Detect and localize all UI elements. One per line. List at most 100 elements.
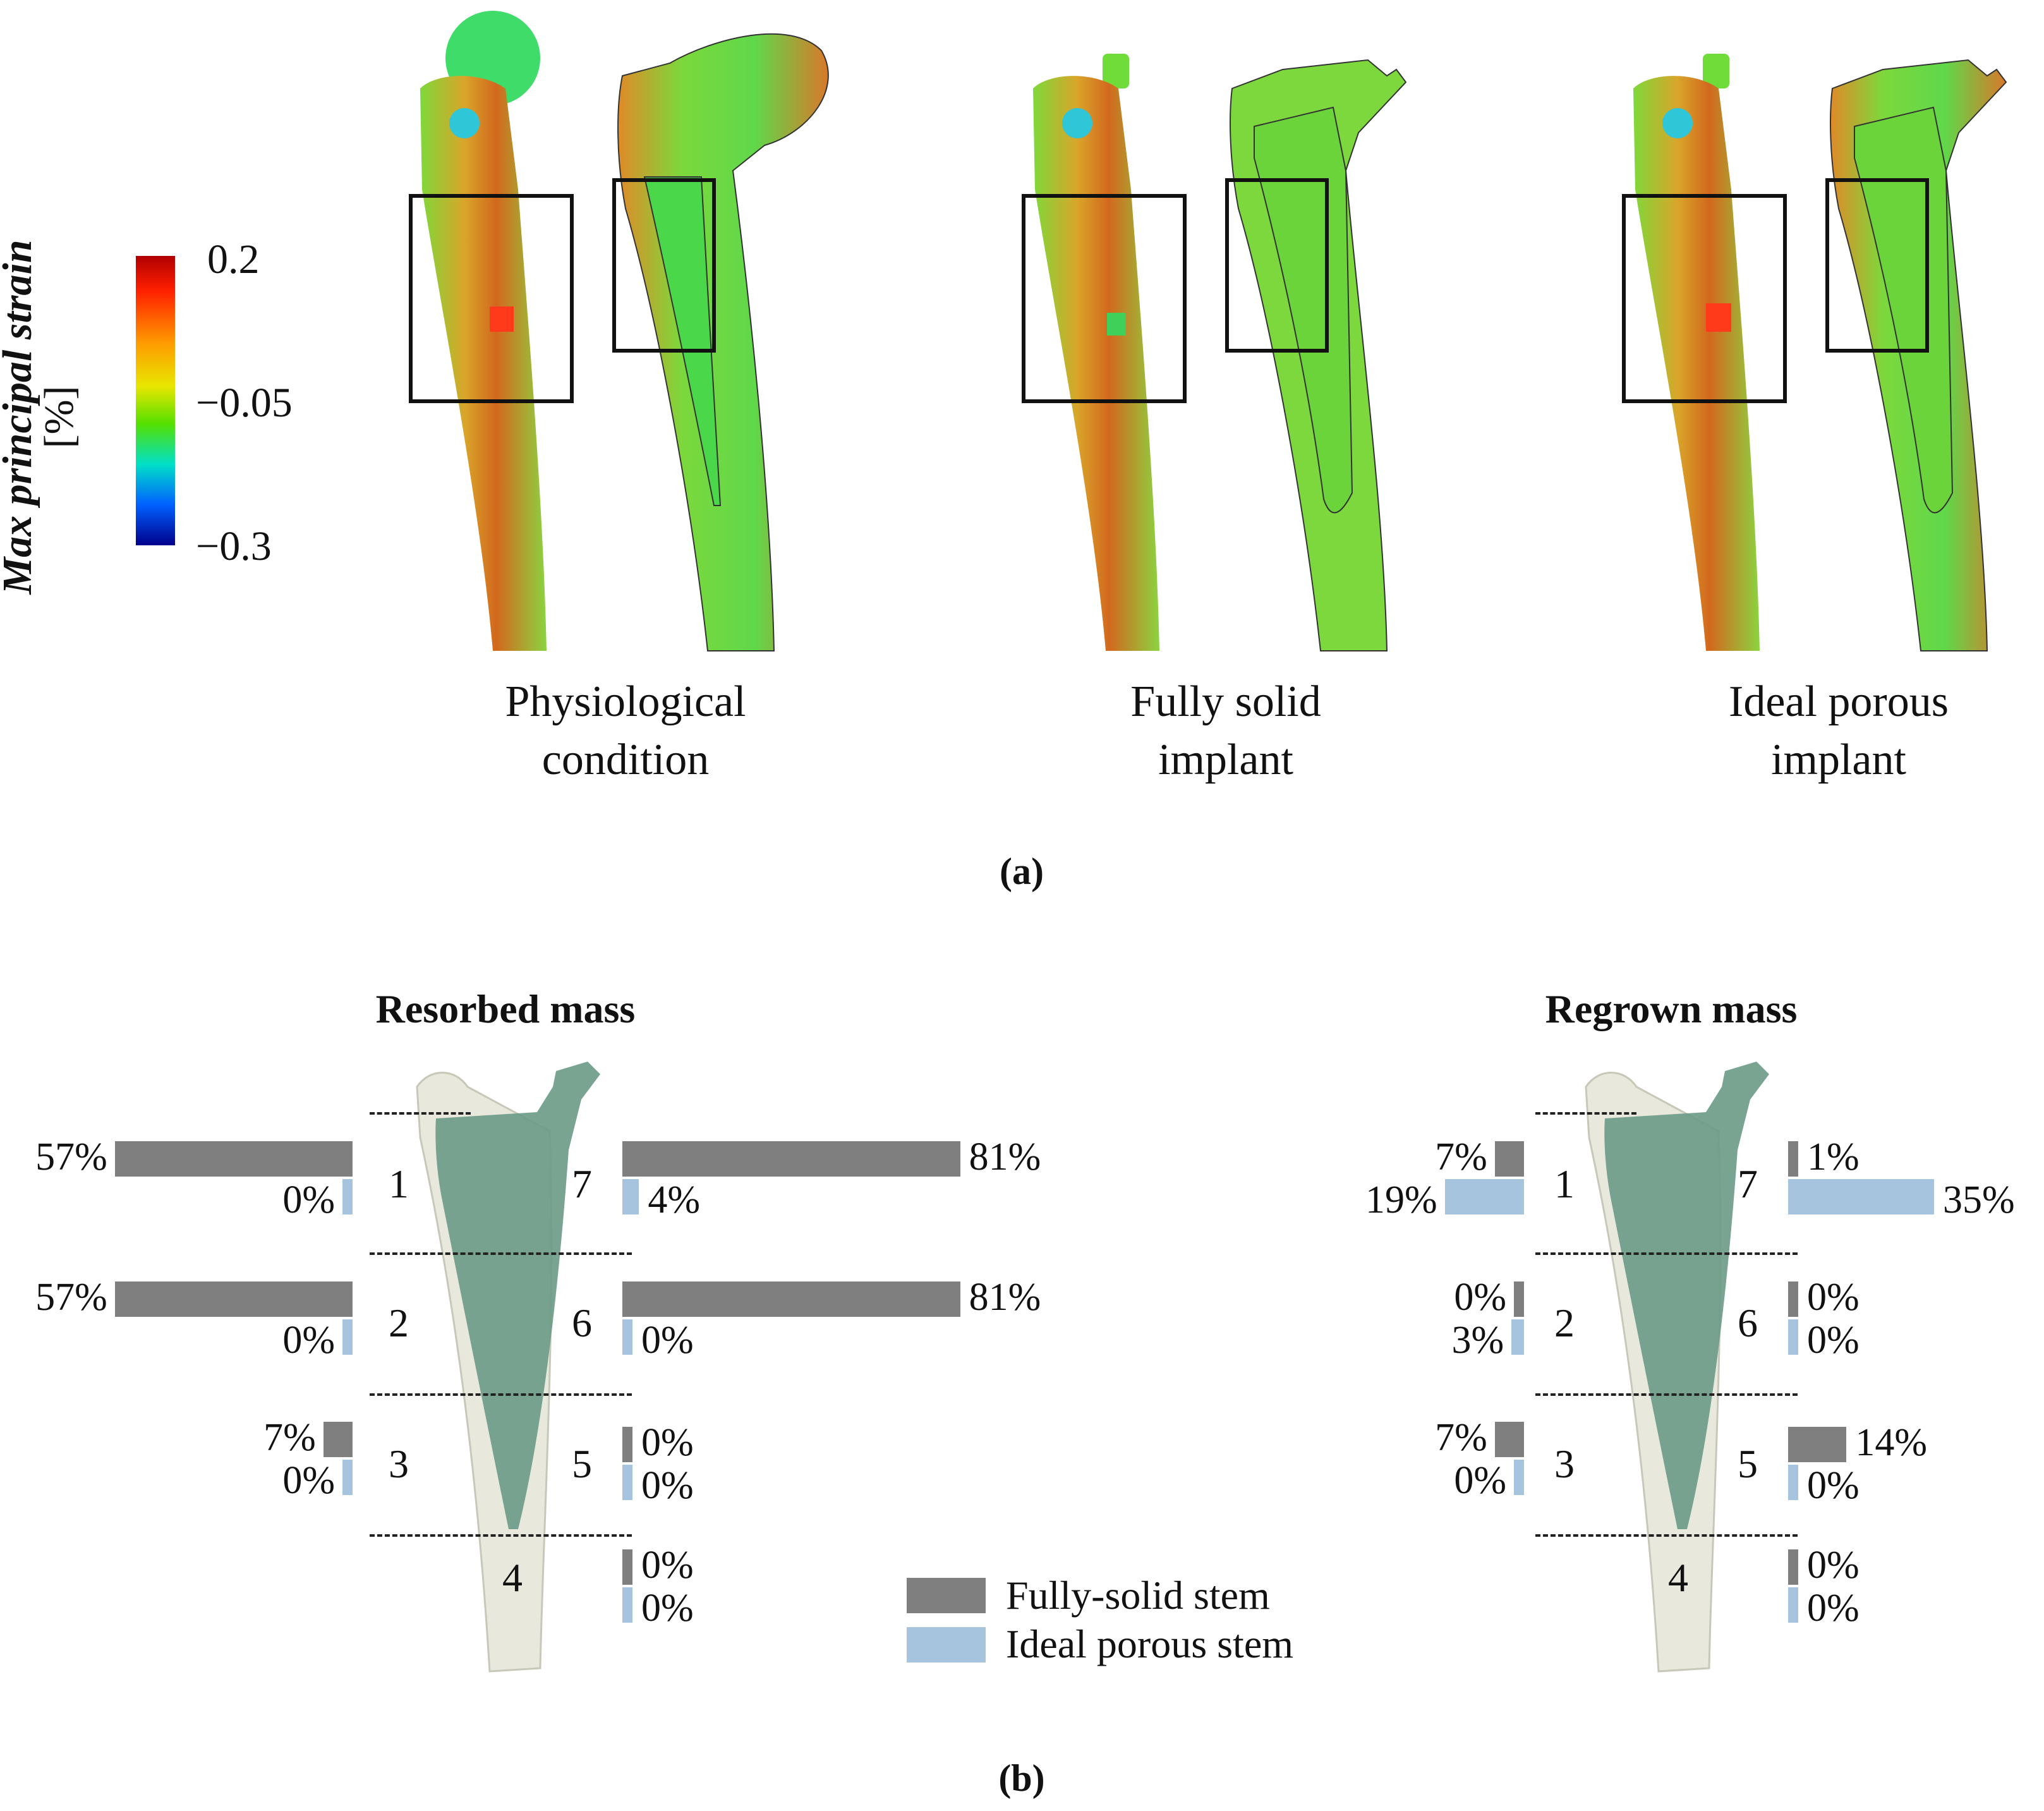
zone-number: 1: [389, 1161, 409, 1206]
colorbar-title: Max principal strain [%]: [0, 234, 82, 600]
label-solid-zone-6: 0%: [1807, 1276, 1860, 1319]
label-porous-zone-4: 0%: [641, 1587, 694, 1630]
bar-porous-zone-6: [622, 1319, 632, 1355]
bar-solid-zone-2: [1514, 1281, 1524, 1317]
zone-number: 5: [1738, 1441, 1758, 1486]
stem-diagram-regrown: [1585, 1062, 1769, 1673]
zone-divider: [1535, 1252, 1798, 1255]
bar-porous-zone-1: [342, 1179, 353, 1214]
legend-swatch-solid: [907, 1578, 986, 1613]
caption-line1: Ideal porous: [1729, 677, 1949, 726]
caption-line1: Fully solid: [1130, 677, 1321, 726]
bar-porous-zone-1: [1444, 1179, 1524, 1214]
femur-porous-section: [1830, 59, 2007, 651]
bar-solid-zone-3: [1494, 1422, 1524, 1457]
label-solid-zone-7: 1%: [1807, 1136, 1860, 1178]
zone-divider: [1535, 1112, 1636, 1115]
zone-divider: [370, 1112, 471, 1115]
label-solid-zone-4: 0%: [1807, 1544, 1860, 1587]
label-solid-zone-4: 0%: [641, 1544, 694, 1587]
label-solid-zone-3: 7%: [1435, 1416, 1487, 1459]
label-solid-zone-6: 81%: [969, 1276, 1041, 1319]
bar-solid-zone-1: [114, 1141, 353, 1177]
caption-line1: Physiological: [505, 677, 746, 726]
bar-solid-zone-5: [1788, 1427, 1847, 1462]
legend-swatch-porous: [907, 1627, 986, 1663]
label-solid-zone-5: 0%: [641, 1421, 694, 1464]
label-porous-zone-6: 0%: [641, 1319, 694, 1362]
roi-box-phys-2: [612, 178, 716, 353]
bar-porous-zone-3: [1514, 1460, 1524, 1495]
label-solid-zone-2: 0%: [1454, 1276, 1506, 1319]
bar-solid-zone-3: [323, 1422, 353, 1457]
caption-line2: implant: [1771, 736, 1906, 784]
bar-porous-zone-7: [622, 1179, 639, 1214]
label-porous-zone-2: 3%: [1451, 1319, 1504, 1362]
bar-porous-zone-3: [342, 1460, 353, 1495]
label-porous-zone-5: 0%: [1807, 1464, 1860, 1507]
legend-label-solid: Fully-solid stem: [1006, 1573, 1270, 1618]
zone-number: 7: [572, 1161, 592, 1206]
label-solid-zone-3: 7%: [263, 1416, 316, 1459]
roi-box-solid-1: [1022, 194, 1187, 403]
label-porous-zone-4: 0%: [1807, 1587, 1860, 1630]
colorbar-min-label: −0.3: [196, 523, 272, 569]
label-porous-zone-1: 0%: [282, 1178, 335, 1221]
zone-number: 3: [389, 1441, 409, 1486]
bar-solid-zone-2: [114, 1281, 353, 1317]
zone-number: 6: [1738, 1300, 1758, 1345]
bar-porous-zone-2: [342, 1319, 353, 1355]
label-porous-zone-2: 0%: [282, 1319, 335, 1362]
femur-physiological-section: [617, 33, 829, 651]
bar-solid-zone-6: [1788, 1281, 1798, 1317]
bar-porous-zone-2: [1511, 1319, 1524, 1355]
title-regrown: Regrown mass: [1545, 986, 1798, 1031]
label-solid-zone-7: 81%: [969, 1136, 1041, 1178]
zone-divider: [1535, 1393, 1798, 1396]
colorbar-unit: [%]: [36, 385, 82, 449]
bar-solid-zone-7: [1788, 1141, 1798, 1177]
label-porous-zone-3: 0%: [1454, 1459, 1506, 1502]
caption-ideal-porous: Ideal porous implant: [1649, 673, 2028, 789]
colorbar-title-text: Max principal strain: [0, 239, 40, 595]
caption-line2: condition: [541, 736, 710, 784]
bar-porous-zone-4: [1788, 1587, 1798, 1623]
zone-divider: [370, 1252, 632, 1255]
label-solid-zone-5: 14%: [1855, 1421, 1928, 1464]
label-solid-zone-1: 57%: [35, 1136, 107, 1178]
label-porous-zone-7: 4%: [648, 1178, 701, 1221]
zone-divider: [370, 1534, 632, 1537]
zone-number: 5: [572, 1441, 592, 1486]
zone-number: 7: [1738, 1161, 1758, 1206]
caption-line2: implant: [1158, 736, 1293, 784]
zone-number: 4: [502, 1555, 523, 1600]
caption-fully-solid: Fully solid implant: [1036, 673, 1415, 789]
bar-porous-zone-6: [1788, 1319, 1798, 1355]
stem-diagram-resorbed: [416, 1062, 600, 1673]
zone-number: 2: [1554, 1300, 1575, 1345]
title-resorbed: Resorbed mass: [375, 986, 636, 1031]
panel-b-label: (b): [998, 1757, 1045, 1799]
zone-number: 6: [572, 1300, 592, 1345]
label-porous-zone-3: 0%: [282, 1459, 335, 1502]
bar-solid-zone-4: [622, 1549, 632, 1585]
label-porous-zone-6: 0%: [1807, 1319, 1860, 1362]
femur-physiological-front: [420, 11, 547, 651]
zone-number: 2: [389, 1300, 409, 1345]
label-solid-zone-2: 57%: [35, 1276, 107, 1319]
caption-physiological: Physiological condition: [436, 673, 815, 789]
legend-label-porous: Ideal porous stem: [1006, 1621, 1293, 1666]
femur-porous-front: [1633, 54, 1760, 651]
label-porous-zone-1: 19%: [1365, 1178, 1437, 1221]
bar-solid-zone-1: [1494, 1141, 1524, 1177]
bar-porous-zone-5: [1788, 1465, 1798, 1500]
roi-box-solid-2: [1225, 178, 1329, 353]
bar-solid-zone-4: [1788, 1549, 1798, 1585]
bar-porous-zone-7: [1788, 1179, 1934, 1214]
roi-box-porous-2: [1825, 178, 1929, 353]
zone-number: 4: [1668, 1555, 1688, 1600]
zone-number: 3: [1554, 1441, 1575, 1486]
colorbar-max-label: 0.2: [207, 236, 260, 282]
femur-solid-front: [1033, 54, 1159, 651]
zone-number: 1: [1554, 1161, 1575, 1206]
